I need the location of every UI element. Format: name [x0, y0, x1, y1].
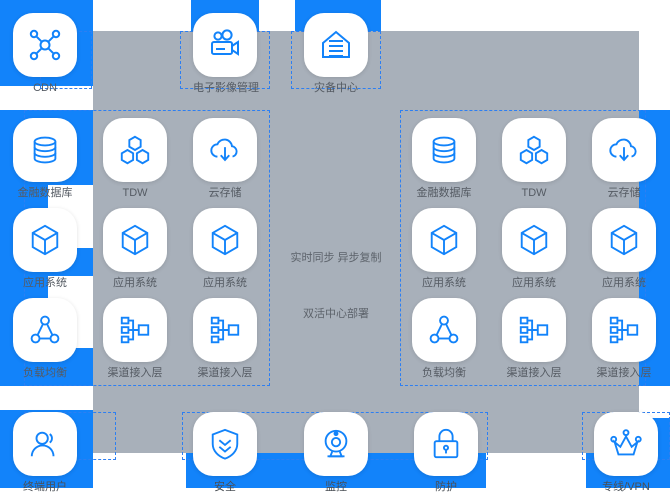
node-imaging[interactable]: 电子影像管理 [193, 13, 259, 95]
node-label: 安全 [214, 481, 236, 493]
node-label: 云存储 [607, 187, 641, 199]
node-left-app-2[interactable]: 应用系统 [103, 208, 167, 290]
center-annotation-sync: 实时同步 异步复制 [290, 252, 382, 264]
node-right-app-2[interactable]: 应用系统 [502, 208, 566, 290]
load-balancer-icon [13, 298, 77, 362]
node-protection[interactable]: 防护 [414, 412, 478, 494]
cube-icon [412, 208, 476, 272]
node-left-channel-2[interactable]: 渠道接入层 [193, 298, 257, 380]
cube-icon [103, 208, 167, 272]
node-left-app-3[interactable]: 应用系统 [193, 208, 257, 290]
node-label: 渠道接入层 [107, 367, 163, 379]
cloud-download-icon [592, 118, 656, 182]
node-left-database[interactable]: 金融数据库 [13, 118, 77, 200]
node-left-tdw[interactable]: TDW [103, 118, 167, 200]
tree-nodes-icon [592, 298, 656, 362]
shield-icon [193, 412, 257, 476]
node-label: 负载均衡 [422, 367, 466, 379]
hexagon-cluster-icon [502, 118, 566, 182]
node-right-app-3[interactable]: 应用系统 [592, 208, 656, 290]
node-right-database[interactable]: 金融数据库 [412, 118, 476, 200]
tree-nodes-icon [193, 298, 257, 362]
node-label: 应用系统 [113, 277, 157, 289]
node-security[interactable]: 安全 [193, 412, 257, 494]
cube-icon [193, 208, 257, 272]
node-left-load-balancer[interactable]: 负载均衡 [13, 298, 77, 380]
node-right-cloud-storage[interactable]: 云存储 [592, 118, 656, 200]
node-label: 专线/VPN [602, 481, 650, 493]
node-dr-center[interactable]: 灾备中心 [304, 13, 368, 95]
load-balancer-icon [412, 298, 476, 362]
node-label: 监控 [325, 481, 347, 493]
node-label: CDN [33, 82, 57, 94]
cube-icon [592, 208, 656, 272]
node-right-channel-2[interactable]: 渠道接入层 [592, 298, 656, 380]
node-left-channel-1[interactable]: 渠道接入层 [103, 298, 167, 380]
tree-nodes-icon [103, 298, 167, 362]
node-label: 渠道接入层 [596, 367, 652, 379]
cdn-network-icon [13, 13, 77, 77]
node-right-tdw[interactable]: TDW [502, 118, 566, 200]
video-camera-icon [193, 13, 257, 77]
node-end-user[interactable]: 终端用户 [13, 412, 77, 494]
crown-network-icon [594, 412, 658, 476]
node-label: TDW [521, 187, 547, 199]
tree-nodes-icon [502, 298, 566, 362]
node-label: 金融数据库 [17, 187, 73, 199]
database-icon [13, 118, 77, 182]
hexagon-cluster-icon [103, 118, 167, 182]
node-cdn[interactable]: CDN [13, 13, 77, 95]
node-label: TDW [122, 187, 148, 199]
node-label: 灾备中心 [314, 82, 358, 94]
camera-monitor-icon [304, 412, 368, 476]
node-label: 应用系统 [602, 277, 646, 289]
node-left-cloud-storage[interactable]: 云存储 [193, 118, 257, 200]
node-left-app-1[interactable]: 应用系统 [13, 208, 77, 290]
node-right-app-1[interactable]: 应用系统 [412, 208, 476, 290]
node-label: 应用系统 [422, 277, 466, 289]
cloud-download-icon [193, 118, 257, 182]
node-right-load-balancer[interactable]: 负载均衡 [412, 298, 476, 380]
node-label: 防护 [435, 481, 457, 493]
lock-icon [414, 412, 478, 476]
node-label: 终端用户 [23, 481, 67, 493]
database-icon [412, 118, 476, 182]
node-label: 金融数据库 [416, 187, 472, 199]
node-label: 电子影像管理 [193, 82, 259, 94]
warehouse-icon [304, 13, 368, 77]
center-annotation-deploy: 双活中心部署 [303, 308, 369, 320]
node-label: 应用系统 [203, 277, 247, 289]
node-label: 云存储 [208, 187, 242, 199]
node-right-channel-1[interactable]: 渠道接入层 [502, 298, 566, 380]
node-monitoring[interactable]: 监控 [304, 412, 368, 494]
node-label: 渠道接入层 [197, 367, 253, 379]
cube-icon [502, 208, 566, 272]
cube-icon [13, 208, 77, 272]
node-label: 渠道接入层 [506, 367, 562, 379]
node-label: 应用系统 [512, 277, 556, 289]
user-icon [13, 412, 77, 476]
node-label: 负载均衡 [23, 367, 67, 379]
node-vpn[interactable]: 专线/VPN [594, 412, 658, 494]
node-label: 应用系统 [23, 277, 67, 289]
